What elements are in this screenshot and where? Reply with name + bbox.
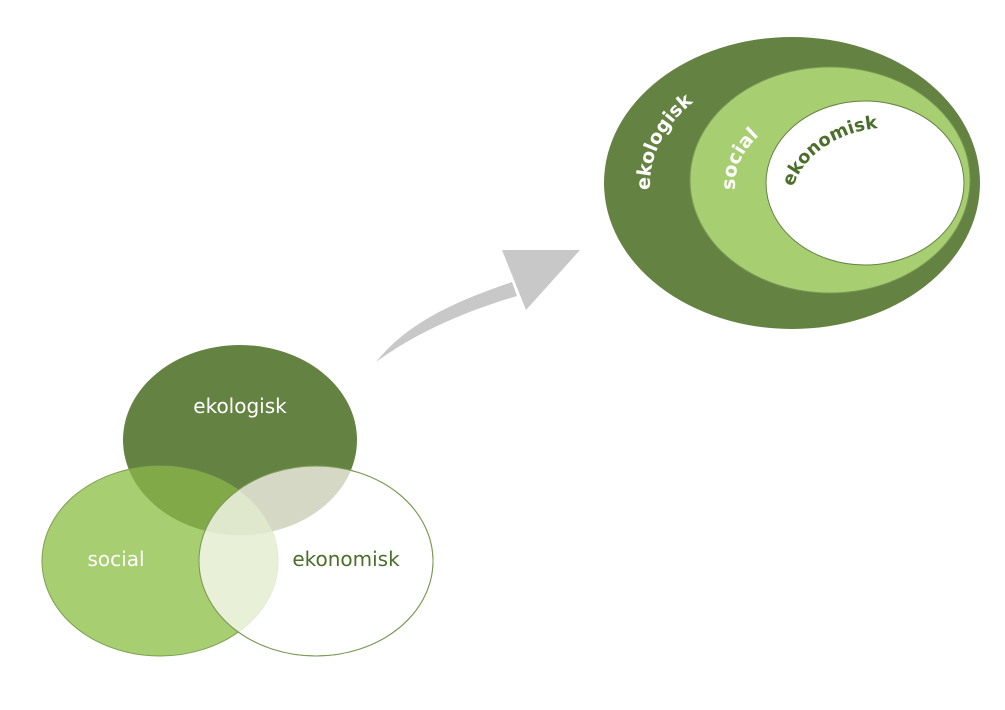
nested-ekonomisk-ellipse (765, 100, 965, 266)
arrow-head (502, 250, 580, 310)
venn-eco-econ-overlap (199, 466, 357, 535)
arrow-shaft (376, 282, 517, 362)
venn-eco-soc-overlap (123, 466, 278, 535)
venn-ekologisk-label: ekologisk (193, 394, 287, 418)
transition-arrow (376, 250, 580, 362)
nested-diagram: ekologisk social ekonomisk (604, 37, 980, 329)
venn-ekonomisk-label: ekonomisk (292, 547, 400, 571)
venn-diagram: ekologisk social ekonomisk (41, 345, 434, 657)
venn-social-label: social (87, 547, 144, 571)
